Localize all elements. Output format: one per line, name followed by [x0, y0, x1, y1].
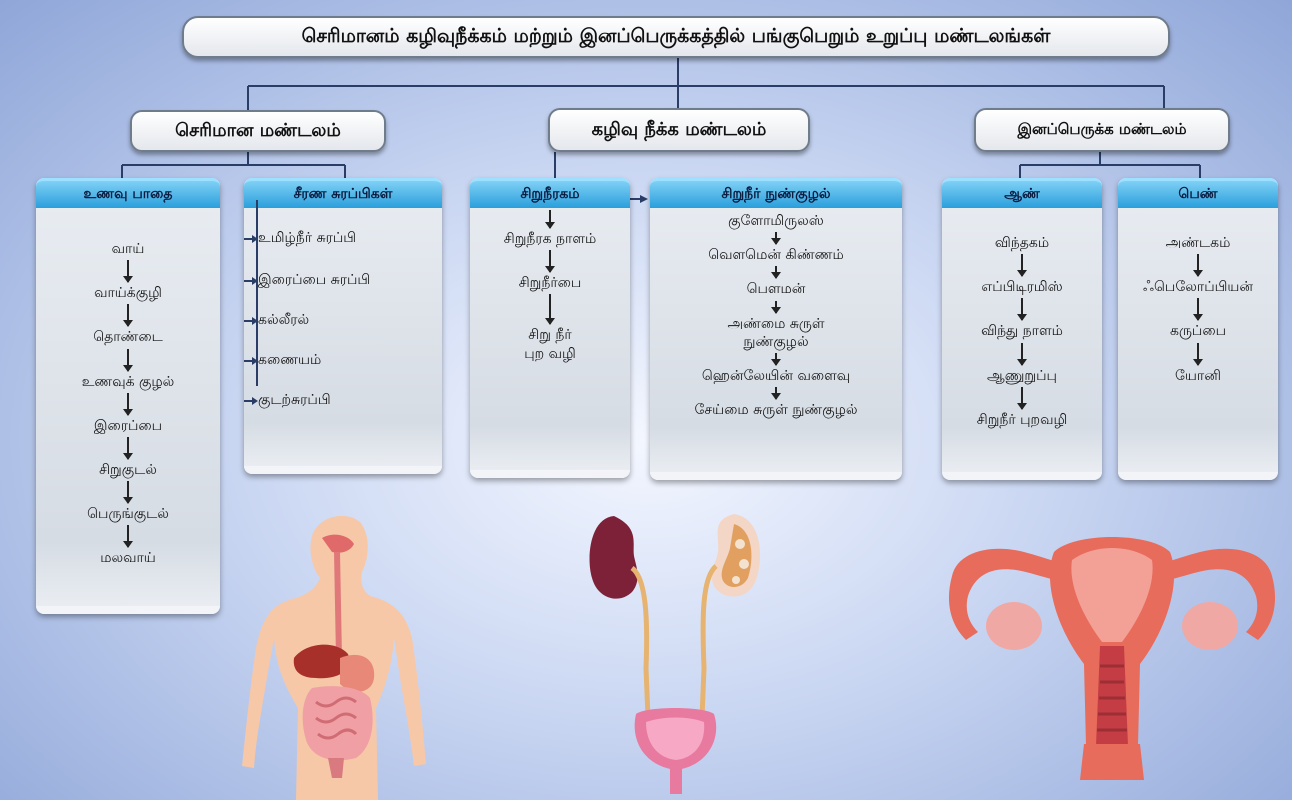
down-arrow-icon [127, 349, 129, 371]
flow-item: ஆணுறுப்பு [987, 367, 1057, 385]
flow-item: அண்மை சுருள் நுண்குழல் [727, 315, 824, 351]
gland-item: உமிழ்நீர் சுரப்பி [258, 230, 356, 248]
down-arrow-icon [127, 393, 129, 415]
panel-header: சிறுநீரகம் [470, 178, 630, 208]
flow-item: பௌமன் [747, 280, 806, 298]
flow-item: மலவாய் [100, 549, 156, 567]
panel-header: சிறுநீர் நுண்குழல் [650, 178, 902, 208]
flow-item: வாய் [112, 240, 145, 258]
kidney-panel: சிறுநீரகம் சிறுநீரக நாளம் சிறுநீர்பை சிற… [470, 178, 630, 478]
digestive-system-illustration [236, 508, 436, 800]
urinary-system-illustration [584, 508, 774, 800]
panel-header: சீரண சுரப்பிகள் [244, 178, 442, 208]
flow-item: ஹென்லேயின் வளைவு [702, 367, 850, 385]
digestive-system-node: செரிமான மண்டலம் [130, 110, 386, 152]
reproductive-system-node: இனப்பெருக்க மண்டலம் [974, 108, 1230, 152]
down-arrow-icon [775, 353, 777, 365]
flow-item: இரைப்பை [94, 417, 162, 435]
flow-item: வாய்க்குழி [94, 284, 162, 302]
page-title: செரிமானம் கழிவுநீக்கம் மற்றும் இனப்பெருக… [182, 16, 1170, 58]
down-arrow-icon [775, 387, 777, 399]
down-arrow-icon [549, 250, 551, 272]
panel-header: ஆண் [942, 178, 1102, 208]
down-arrow-icon [775, 266, 777, 278]
flow-item: ஃபெலோப்பியன் [1143, 278, 1253, 296]
down-arrow-icon [1197, 254, 1199, 276]
down-arrow-icon [127, 304, 129, 326]
flow-item: சிறுநீர் புறவழி [977, 411, 1068, 429]
down-arrow-icon [1021, 254, 1023, 276]
flow-item: சிறுநீரக நாளம் [504, 230, 596, 248]
flow-item: கருப்பை [1170, 322, 1226, 340]
panel-header: உணவு பாதை [36, 178, 220, 208]
flow-item: விந்து நாளம் [981, 322, 1063, 340]
flow-item: பெருங்குடல் [87, 505, 169, 523]
down-arrow-icon [127, 525, 129, 547]
gland-item: கல்லீரல் [258, 312, 309, 330]
panel-header: பெண் [1118, 178, 1278, 208]
down-arrow-icon [549, 294, 551, 324]
flow-item: யோனி [1175, 367, 1221, 385]
down-arrow-icon [549, 210, 551, 228]
flow-item: வௌமென் கிண்ணம் [708, 246, 843, 264]
flow-item: தொண்டை [93, 328, 163, 346]
down-arrow-icon [775, 301, 777, 313]
down-arrow-icon [127, 481, 129, 503]
down-arrow-icon [127, 437, 129, 459]
down-arrow-icon [1021, 343, 1023, 365]
down-arrow-icon [1197, 343, 1199, 365]
down-arrow-icon [127, 260, 129, 282]
flow-item: குளோமிருலஸ் [728, 212, 824, 230]
alimentary-canal-panel: உணவு பாதை வாய் வாய்க்குழி தொண்டை உணவுக் … [36, 178, 220, 614]
nephron-panel: சிறுநீர் நுண்குழல் குளோமிருலஸ் வௌமென் கி… [650, 178, 902, 480]
down-arrow-icon [775, 232, 777, 244]
digestive-glands-panel: சீரண சுரப்பிகள் உமிழ்நீர் சுரப்பி இரைப்ப… [244, 178, 442, 474]
female-reproductive-panel: பெண் அண்டகம் ஃபெலோப்பியன் கருப்பை யோனி [1118, 178, 1278, 480]
flow-item: சிறுநீர்பை [519, 274, 582, 292]
gland-item: கணையம் [258, 352, 321, 370]
male-reproductive-panel: ஆண் விந்தகம் எப்பிடிரமிஸ் விந்து நாளம் ஆ… [942, 178, 1102, 480]
gland-item: குடற்சுரப்பி [258, 392, 331, 410]
flow-item: உணவுக் குழல் [82, 373, 175, 391]
gland-item: இரைப்பை சுரப்பி [258, 272, 370, 290]
excretory-system-node: கழிவு நீக்க மண்டலம் [548, 108, 810, 152]
down-arrow-icon [1021, 387, 1023, 409]
down-arrow-icon [1197, 298, 1199, 320]
flow-item: எப்பிடிரமிஸ் [981, 278, 1062, 296]
flow-item: சிறுகுடல் [99, 461, 157, 479]
flow-item: சேய்மை சுருள் நுண்குழல் [694, 401, 857, 419]
flow-item: சிறு நீர் புற வழி [524, 326, 576, 362]
flow-item: விந்தகம் [995, 234, 1049, 252]
down-arrow-icon [1021, 298, 1023, 320]
female-reproductive-illustration [944, 526, 1280, 780]
flow-item: அண்டகம் [1166, 234, 1231, 252]
